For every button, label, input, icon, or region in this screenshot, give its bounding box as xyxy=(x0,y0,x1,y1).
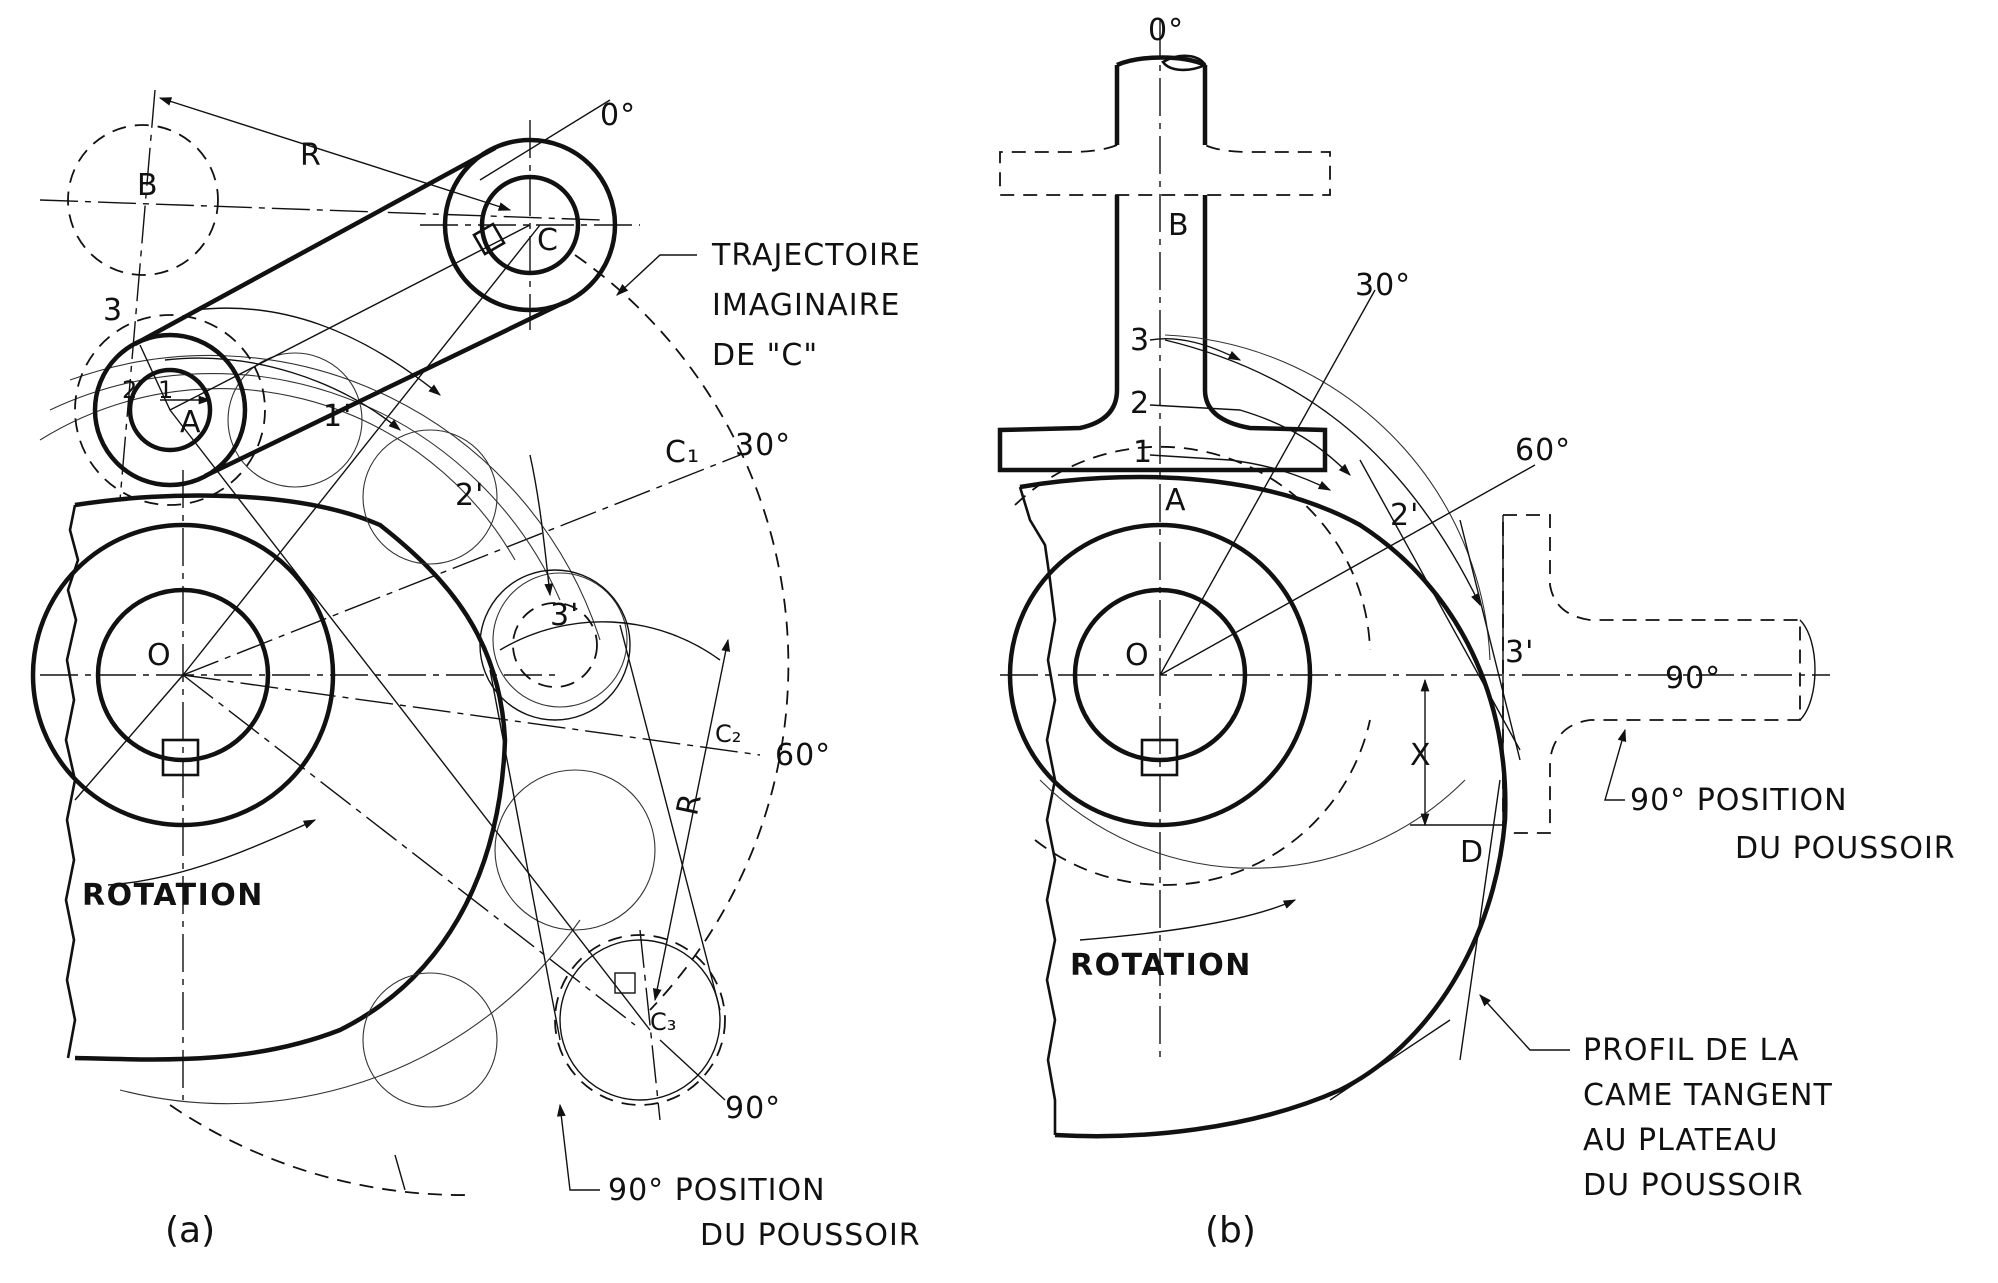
a-label-C2: C₂ xyxy=(715,720,741,748)
a-callout-position-2: DU POUSSOIR xyxy=(700,1218,921,1253)
b-label-rotation: ROTATION xyxy=(1070,948,1252,983)
a-label-C3: C₃ xyxy=(650,1008,676,1036)
a-label-deg30: 30° xyxy=(735,428,791,463)
b-callout-profile-4: DU POUSSOIR xyxy=(1583,1168,1804,1203)
roller-A-outer xyxy=(92,332,248,488)
view-a: 0° R B C 3 2 1 A 1' 2' C₁ 30° 3' O C₂ 60… xyxy=(30,89,921,1253)
a-label-rotation: ROTATION xyxy=(82,878,264,913)
b-callout-profile-1: PROFIL DE LA xyxy=(1583,1033,1799,1068)
keyway-a xyxy=(161,738,200,777)
b-label-D: D xyxy=(1460,835,1484,870)
b-label-A: A xyxy=(1165,483,1187,518)
a-label-O: O xyxy=(147,638,172,673)
b-label-B: B xyxy=(1168,208,1190,243)
b-label-2p: 2' xyxy=(1390,498,1419,533)
b-callout-position-1: 90° POSITION xyxy=(1630,783,1848,818)
cam-outline-b xyxy=(1019,474,1508,1139)
b-label-deg0: 0° xyxy=(1148,13,1184,48)
a-label-deg0: 0° xyxy=(600,98,636,133)
a-callout-trajectory-1: TRAJECTOIRE xyxy=(711,238,921,273)
b-callout-profile-3: AU PLATEAU xyxy=(1583,1123,1778,1158)
b-callout-position-2: DU POUSSOIR xyxy=(1735,831,1956,866)
a-label-C1: C₁ xyxy=(665,435,700,470)
keyway-b xyxy=(1140,738,1179,777)
b-callout-profile-2: CAME TANGENT xyxy=(1583,1078,1833,1113)
a-label-deg90: 90° xyxy=(725,1091,781,1126)
a-label-3p: 3' xyxy=(550,598,579,633)
a-label-2p: 2' xyxy=(455,478,484,513)
a-caption: (a) xyxy=(165,1210,215,1251)
b-label-deg30: 30° xyxy=(1355,268,1411,303)
b-label-2: 2 xyxy=(1130,386,1150,421)
cam-outline-a xyxy=(74,493,508,1062)
b-label-deg60: 60° xyxy=(1515,433,1571,468)
a-label-1: 1 xyxy=(158,376,173,404)
a-label-1p: 1' xyxy=(323,399,352,434)
a-label-B: B xyxy=(137,168,159,203)
a-label-R-side: R xyxy=(670,790,709,819)
a-label-3: 3 xyxy=(103,293,123,328)
a-label-2: 2 xyxy=(122,376,137,404)
a-callout-trajectory-3: DE "C" xyxy=(712,338,818,373)
b-label-O: O xyxy=(1125,638,1150,673)
a-label-deg60: 60° xyxy=(775,738,831,773)
b-label-X: X xyxy=(1410,738,1432,773)
a-label-A: A xyxy=(180,405,202,440)
a-label-R-top: R xyxy=(300,138,322,173)
b-label-3p: 3' xyxy=(1505,635,1534,670)
cam-break-edge-b xyxy=(1018,486,1057,1135)
b-label-1: 1 xyxy=(1133,435,1153,470)
view-b: 0° B 30° 3 2 1 60° A 2' 3' O 90° X D ROT… xyxy=(997,13,1956,1251)
b-caption: (b) xyxy=(1205,1210,1256,1251)
a-callout-trajectory-2: IMAGINAIRE xyxy=(712,288,900,323)
follower-90-dashed xyxy=(1502,514,1801,834)
a-callout-position-1: 90° POSITION xyxy=(608,1173,826,1208)
b-label-deg90: 90° xyxy=(1665,661,1721,696)
a-label-C: C xyxy=(537,223,559,258)
b-label-3: 3 xyxy=(1130,323,1150,358)
roller-A-inner xyxy=(127,367,213,453)
follower-stem-b xyxy=(997,65,1328,473)
